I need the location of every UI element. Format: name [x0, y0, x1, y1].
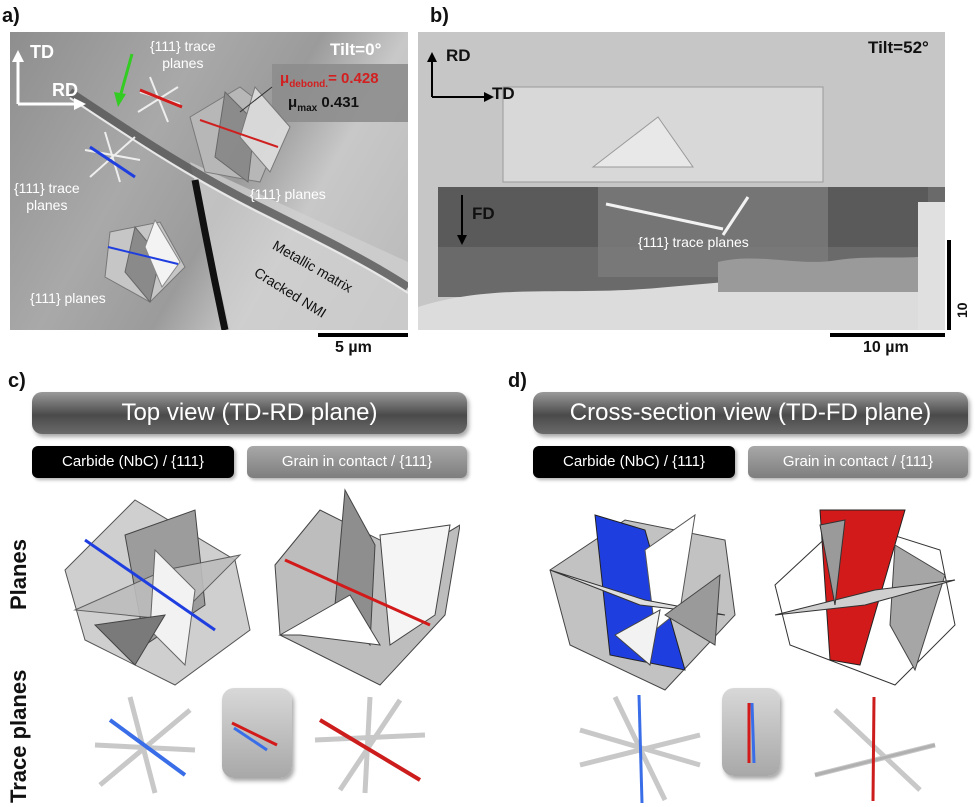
trace-planes-left-line1: {111} trace	[14, 180, 80, 196]
mu-debond-symbol: μ	[280, 70, 290, 87]
panel-c-tag-carbide: Carbide (NbC) / {111}	[32, 446, 234, 478]
scale-bar-a	[318, 333, 408, 337]
mu-max-sub: max	[297, 103, 318, 114]
panel-d-header: Cross-section view (TD-FD plane)	[533, 392, 968, 434]
panel-a-grain-cube	[189, 85, 291, 183]
panel-c-grain-trace	[314, 696, 426, 794]
mu-max-value: 0.431	[317, 94, 359, 111]
scale-bar-b-vertical	[947, 240, 951, 330]
b-axis-fd-label: FD	[472, 204, 495, 223]
panel-c-grain-planes	[274, 488, 460, 686]
planes-right-label: {111} planes	[250, 186, 326, 202]
panel-a-letter: a)	[2, 5, 20, 27]
trace-planes-top-label: {111} trace planes	[150, 38, 216, 72]
trace-planes-left-label: {111} trace planes	[14, 180, 80, 214]
trace-planes-left-line2: planes	[26, 197, 68, 213]
scale-a-label: 5 µm	[335, 339, 372, 356]
axis-rd-label: RD	[52, 80, 78, 100]
panel-d-grain-planes	[774, 509, 956, 686]
panel-a-trace-top	[137, 76, 183, 123]
b-axis-rd-label: RD	[446, 46, 471, 65]
panel-a-micrograph: TD RD Tilt=0° {111} trace planes {111} t…	[10, 32, 408, 330]
trace-planes-top-line2: planes	[162, 55, 204, 71]
mu-debond-sub: debond.	[289, 79, 329, 90]
planes-bottom-label: {111} planes	[30, 290, 106, 306]
panel-b-micrograph: RD TD FD Tilt=52° {111} trace planes	[418, 32, 945, 330]
mu-max: μmax 0.431	[288, 94, 359, 114]
b-trace-planes-label: {111} trace planes	[638, 234, 749, 250]
mu-debond: μdebond.= 0.428	[280, 70, 379, 90]
mu-debond-value: = 0.428	[328, 70, 379, 87]
panel-d-compare-box	[722, 688, 780, 776]
panel-a-trace-left	[84, 131, 141, 183]
panel-c-compare-box	[222, 688, 292, 778]
panel-d-tag-grain: Grain in contact / {111}	[748, 446, 968, 478]
tilt-label: Tilt=0°	[330, 40, 382, 59]
b-axis-td-label: TD	[492, 84, 515, 103]
panel-c-header: Top view (TD-RD plane)	[32, 392, 467, 434]
scale-bar-b-horizontal	[830, 333, 945, 337]
panel-c-carbide-planes	[64, 499, 251, 686]
scale-b-vertical-label: 10 µm	[954, 297, 975, 318]
trace-planes-top-line1: {111} trace	[150, 38, 216, 54]
scale-b-horizontal-label: 10 µm	[863, 339, 909, 356]
panel-c-letter: c)	[8, 370, 26, 392]
panel-d-tag-carbide: Carbide (NbC) / {111}	[533, 446, 735, 478]
panel-d-carbide-planes	[549, 513, 736, 691]
panel-c-carbide-trace	[94, 696, 196, 794]
axis-td-label: TD	[30, 42, 54, 62]
row-label-trace-planes: Trace planes	[6, 669, 31, 803]
panel-d-carbide-trace	[579, 695, 701, 804]
panel-d-grain-trace	[814, 696, 936, 802]
panel-b-letter: b)	[430, 5, 449, 27]
panel-c-tag-grain: Grain in contact / {111}	[247, 446, 467, 478]
row-label-planes: Planes	[6, 539, 31, 610]
b-tilt-label: Tilt=52°	[868, 38, 929, 57]
panel-d-letter: d)	[508, 370, 527, 392]
panel-a-carbide-cube	[104, 218, 186, 304]
mu-max-symbol: μ	[288, 94, 298, 111]
